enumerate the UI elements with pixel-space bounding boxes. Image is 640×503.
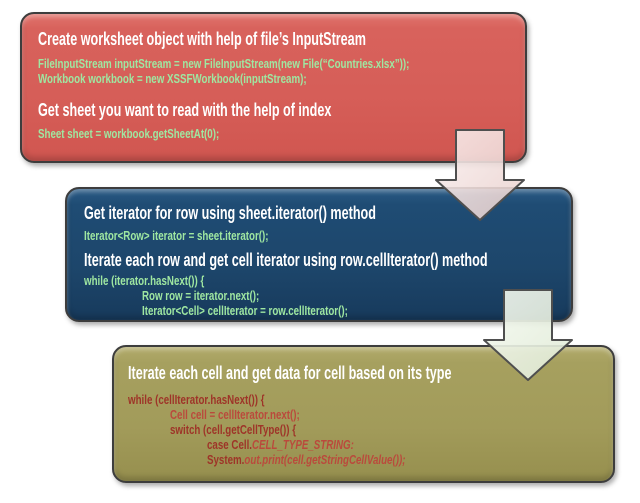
step-box-create-workbook: Create worksheet object with help of fil… [20, 12, 527, 163]
code-line: while (iterator.hasNext()) { [84, 274, 205, 288]
code-line: Sheet sheet = workbook.getSheetAt(0); [38, 127, 220, 141]
code-line: Iterator<Cell> cellIterator = row.cellIt… [142, 304, 348, 318]
code-line: System.out.print(cell.getStringCellValue… [207, 453, 513, 468]
arrow-shape [435, 129, 525, 221]
code-line: Row row = iterator.next(); [142, 289, 260, 303]
arrow-shape [483, 289, 573, 381]
code-segment: System. [207, 453, 245, 467]
code-line: FileInputStream inputStream = new FileIn… [38, 57, 410, 71]
step-box-cell-iterator: Iterate each cell and get data for cell … [112, 345, 615, 483]
step1-heading-1: Create worksheet object with help of fil… [38, 29, 366, 49]
code-segment-italic: CELL_TYPE_STRING: [251, 438, 354, 452]
step2-heading-2: Iterate each row and get cell iterator u… [84, 250, 488, 270]
step1-heading-2: Get sheet you want to read with the help… [38, 100, 332, 120]
code-line: Iterator<Row> iterator = sheet.iterator(… [84, 229, 269, 243]
flow-arrow-down-1 [435, 129, 525, 221]
code-line: while (cellIterator.hasNext()) { [128, 393, 265, 407]
flow-arrow-down-2 [483, 289, 573, 381]
code-line: switch (cell.getCellType()) { [170, 423, 297, 437]
code-segment-italic: out.print(cell.getStringCellValue()); [244, 453, 406, 467]
step2-heading-1: Get iterator for row using sheet.iterato… [84, 203, 376, 223]
step3-heading: Iterate each cell and get data for cell … [128, 363, 452, 383]
code-line: case Cell.CELL_TYPE_STRING: [207, 438, 513, 453]
code-line: Workbook workbook = new XSSFWorkbook(inp… [38, 72, 307, 86]
code-line: Cell cell = cellIterator.next(); [170, 408, 300, 422]
code-segment: case Cell. [207, 438, 252, 452]
